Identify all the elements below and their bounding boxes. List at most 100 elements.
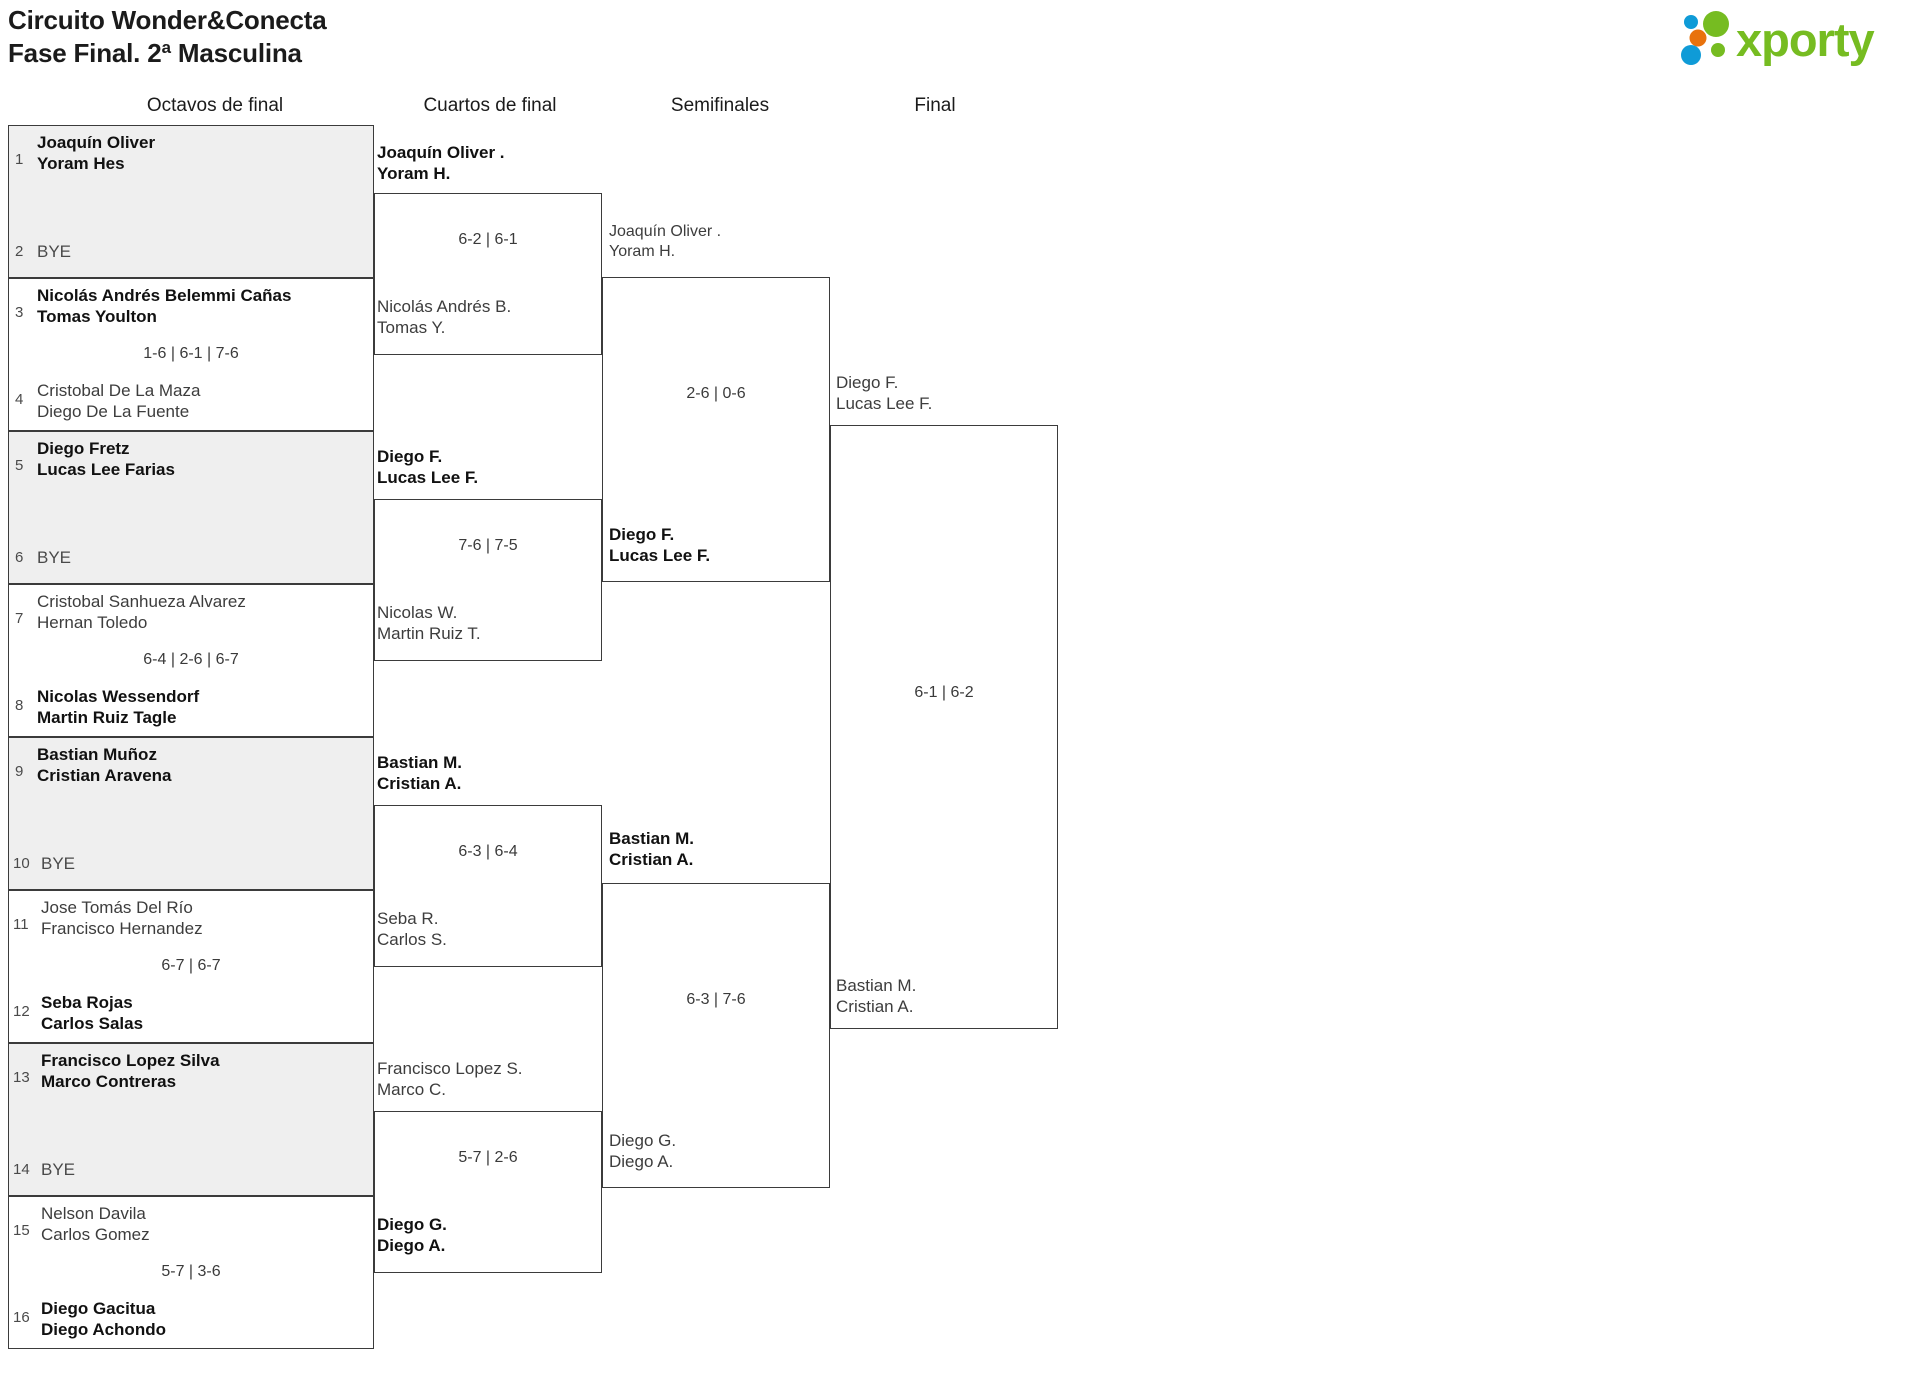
player-name: Diego A. [377,1236,446,1256]
r1-match-6[interactable]: 11 Jose Tomás Del Río Francisco Hernande… [8,890,374,1043]
bye-label: BYE [37,548,72,567]
player-name: Diego G. [609,1131,677,1150]
player-name: Bastian Muñoz [37,745,157,764]
seed-number: 5 [15,457,24,474]
qf-match-1[interactable] [374,193,602,355]
player-name: Cristian A. [377,774,462,794]
match-score: 7-6 | 7-5 [458,537,518,554]
player-name: Lucas Lee F. [609,546,711,566]
r1-match-4[interactable]: 7 Cristobal Sanhueza Alvarez Hernan Tole… [8,584,374,737]
player-name: Jose Tomás Del Río [41,898,193,917]
qf-match-4[interactable] [374,1111,602,1273]
qf-match-2[interactable] [374,499,602,661]
r1-match-7[interactable]: 13 Francisco Lopez Silva Marco Contreras… [8,1043,374,1196]
player-name: Nicolas Wessendorf [37,687,200,706]
player-name: Nicolas W. [377,603,458,622]
qf3-bottom-team: Seba R. Carlos S. [377,908,447,951]
player-name: Diego F. [836,373,899,392]
sf-match-1[interactable] [602,277,830,582]
round-header-octavos: Octavos de final [146,95,284,116]
sf1-top-team: Joaquín Oliver . Yoram H. [609,222,721,262]
bye-label: BYE [41,854,76,873]
player-name: Francisco Lopez S. [377,1059,523,1078]
sf2-bottom-team: Diego G. Diego A. [609,1130,676,1173]
player-name: Marco C. [377,1080,446,1100]
player-name: Yoram H. [609,243,676,260]
seed-number: 13 [13,1069,30,1086]
sf2-top-team: Bastian M. Cristian A. [609,828,694,871]
player-name: Joaquín Oliver [37,133,156,152]
r1-bottom-team: Diego Gacitua Diego Achondo [41,1299,166,1340]
match-score: 6-3 | 7-6 [686,991,746,1008]
r1-top-team: Francisco Lopez Silva Marco Contreras [41,1051,220,1092]
player-name: Bastian M. [609,829,695,848]
match-score: 1-6 | 6-1 | 7-6 [143,345,239,362]
player-name: Diego F. [377,447,443,466]
r1-bottom-team: Seba Rojas Carlos Salas [41,993,143,1034]
match-score: 5-7 | 3-6 [161,1263,221,1280]
player-name: Francisco Lopez Silva [41,1051,220,1070]
sf1-bottom-team: Diego F. Lucas Lee F. [609,524,710,567]
final-match[interactable] [830,425,1058,1029]
r1-top-team: Nelson Davila Carlos Gomez [41,1204,150,1245]
player-name: Yoram Hes [37,153,125,173]
player-name: Joaquín Oliver . [609,223,722,240]
r1-match-8[interactable]: 15 Nelson Davila Carlos Gomez 5-7 | 3-6 … [8,1196,374,1349]
seed-number: 9 [15,763,24,780]
r1-match-1[interactable]: 1 Joaquín Oliver Yoram Hes 2 BYE [8,125,374,278]
player-name: Hernan Toledo [37,612,148,632]
r1-top-team: Cristobal Sanhueza Alvarez Hernan Toledo [37,592,246,633]
player-name: Nicolás Andrés B. [377,297,512,316]
r1-top-team: Jose Tomás Del Río Francisco Hernandez [41,898,203,939]
seed-number: 16 [13,1309,30,1326]
match-score: 6-4 | 2-6 | 6-7 [143,651,239,668]
r1-match-3[interactable]: 5 Diego Fretz Lucas Lee Farias 6 BYE [8,431,374,584]
match-score: 2-6 | 0-6 [686,385,746,402]
player-name: Tomas Youlton [37,306,157,326]
qf2-top-team: Diego F. Lucas Lee F. [377,446,478,489]
r1-top-team: Diego Fretz Lucas Lee Farias [37,439,175,480]
player-name: Seba R. [377,909,439,928]
match-score: 6-3 | 6-4 [458,843,518,860]
qf4-top-team: Francisco Lopez S. Marco C. [377,1058,523,1101]
player-name: Marco Contreras [41,1071,177,1091]
qf2-bottom-team: Nicolas W. Martin Ruiz T. [377,602,481,645]
player-name: Diego A. [609,1152,674,1172]
player-name: Yoram H. [377,164,451,184]
qf-match-3[interactable] [374,805,602,967]
qf4-bottom-team: Diego G. Diego A. [377,1214,447,1257]
player-name: Francisco Hernandez [41,918,203,938]
r1-match-2[interactable]: 3 Nicolás Andrés Belemmi Cañas Tomas You… [8,278,374,431]
player-name: Joaquín Oliver . [377,143,505,162]
svg-text:xporty: xporty [1736,13,1875,66]
player-name: Cristobal Sanhueza Alvarez [37,592,246,611]
r1-top-team: Nicolás Andrés Belemmi Cañas Tomas Yoult… [37,286,291,327]
sf-match-2[interactable] [602,883,830,1188]
player-name: Lucas Lee F. [377,468,479,488]
r1-top-team: Joaquín Oliver Yoram Hes [37,133,155,174]
final-top-team: Diego F. Lucas Lee F. [836,372,932,415]
seed-number: 11 [13,916,29,933]
player-name: Bastian M. [377,753,463,772]
player-name: Seba Rojas [41,993,133,1012]
seed-number: 14 [13,1161,30,1178]
seed-number: 2 [15,243,24,260]
seed-number: 1 [15,151,24,168]
player-name: Bastian M. [836,976,917,995]
qf1-top-team: Joaquín Oliver . Yoram H. [377,142,505,185]
seed-number: 10 [13,855,30,872]
round-header-cuartos: Cuartos de final [423,95,557,116]
player-name: Diego Fretz [37,439,130,458]
seed-number: 12 [13,1003,30,1020]
player-name: Lucas Lee F. [836,394,933,414]
player-name: Cristian A. [836,997,914,1017]
player-name: Cristian Aravena [37,765,172,785]
player-name: Diego Gacitua [41,1299,156,1318]
player-name: Carlos Gomez [41,1224,150,1244]
r1-match-5[interactable]: 9 Bastian Muñoz Cristian Aravena 10 BYE [8,737,374,890]
player-name: Diego De La Fuente [37,401,190,421]
match-score: 6-1 | 6-2 [914,684,974,701]
player-name: Martin Ruiz T. [377,624,481,644]
xporty-logo: xporty [1674,8,1904,66]
